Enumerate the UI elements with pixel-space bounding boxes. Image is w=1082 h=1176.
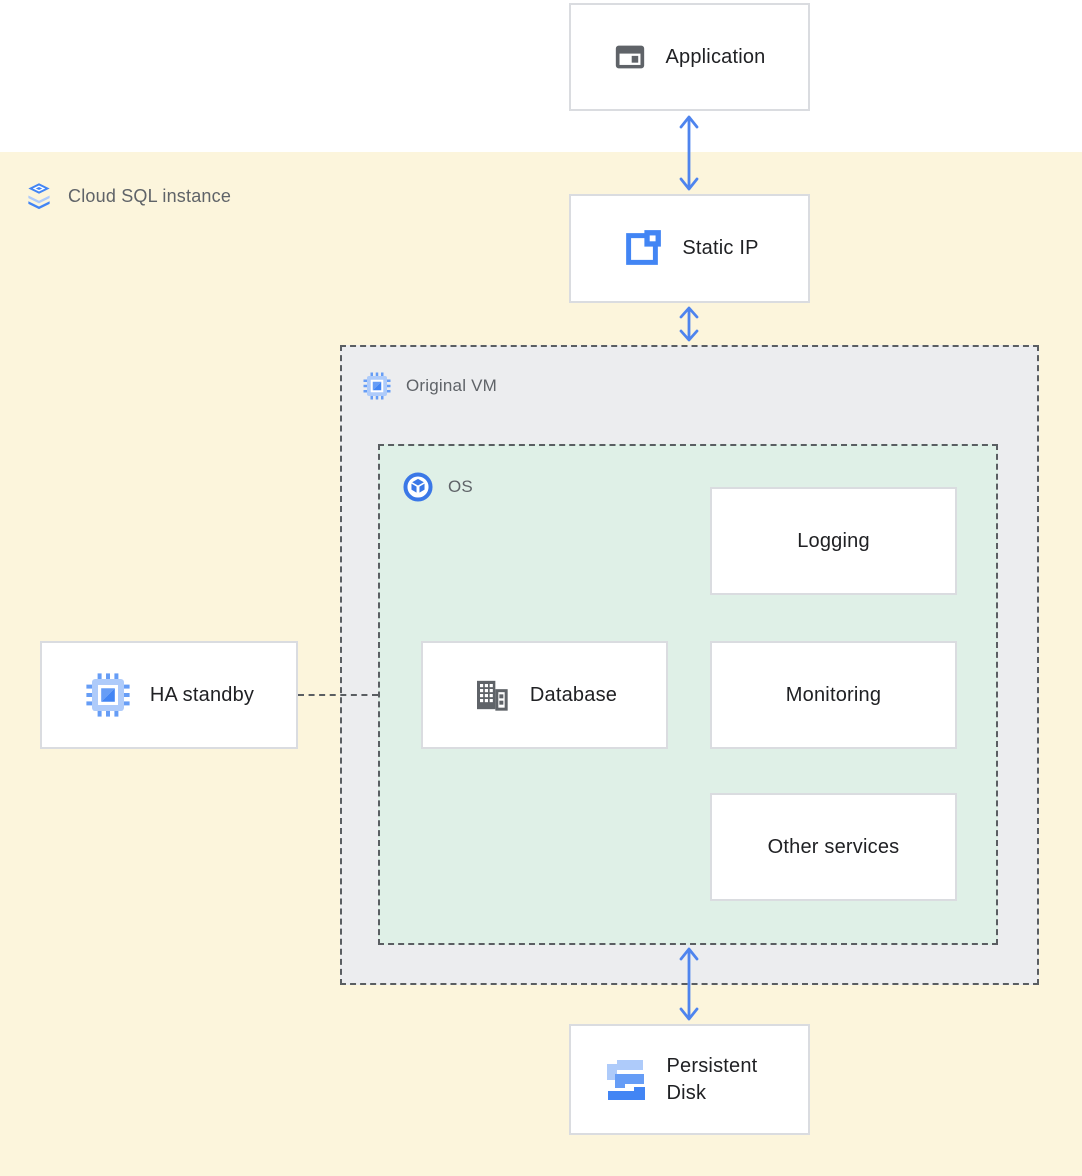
original-vm-label: Original VM bbox=[362, 371, 497, 401]
database-node: Database bbox=[421, 641, 668, 749]
ha-standby-node: HA standby bbox=[40, 641, 298, 749]
cloud-sql-instance-text: Cloud SQL instance bbox=[68, 185, 232, 206]
application-node: Application bbox=[569, 3, 810, 111]
original-vm-text: Original VM bbox=[406, 376, 498, 395]
static-ip-text: Static IP bbox=[682, 237, 759, 259]
database-building-icon bbox=[476, 680, 508, 711]
static-ip-icon bbox=[626, 229, 662, 265]
os-icon bbox=[403, 472, 433, 502]
arrow-vm-persistent-disk bbox=[679, 947, 699, 1021]
compute-engine-chip-icon bbox=[363, 372, 391, 400]
cloud-sql-icon bbox=[28, 183, 50, 210]
compute-engine-chip-icon bbox=[86, 673, 130, 717]
os-text: OS bbox=[448, 477, 473, 496]
arrow-static-ip-vm bbox=[679, 306, 699, 342]
monitoring-node: Monitoring bbox=[710, 641, 957, 749]
cloud-sql-instance-label: Cloud SQL instance bbox=[24, 180, 231, 212]
connector-ha-standby-vm bbox=[298, 694, 378, 696]
os-label: OS bbox=[402, 471, 473, 503]
other-services-node: Other services bbox=[710, 793, 957, 901]
persistent-disk-text: Persistent Disk bbox=[666, 1054, 758, 1104]
database-text: Database bbox=[529, 683, 618, 706]
application-window-icon bbox=[616, 45, 645, 69]
static-ip-node: Static IP bbox=[569, 194, 810, 303]
persistent-disk-icon bbox=[606, 1059, 645, 1100]
monitoring-text: Monitoring bbox=[785, 683, 882, 706]
application-text: Application bbox=[665, 45, 766, 68]
logging-text: Logging bbox=[797, 529, 870, 552]
ha-standby-text: HA standby bbox=[149, 683, 255, 706]
persistent-disk-node: Persistent Disk bbox=[569, 1024, 810, 1135]
other-services-text: Other services bbox=[767, 835, 900, 858]
logging-node: Logging bbox=[710, 487, 957, 595]
arrow-application-static-ip bbox=[679, 115, 699, 191]
